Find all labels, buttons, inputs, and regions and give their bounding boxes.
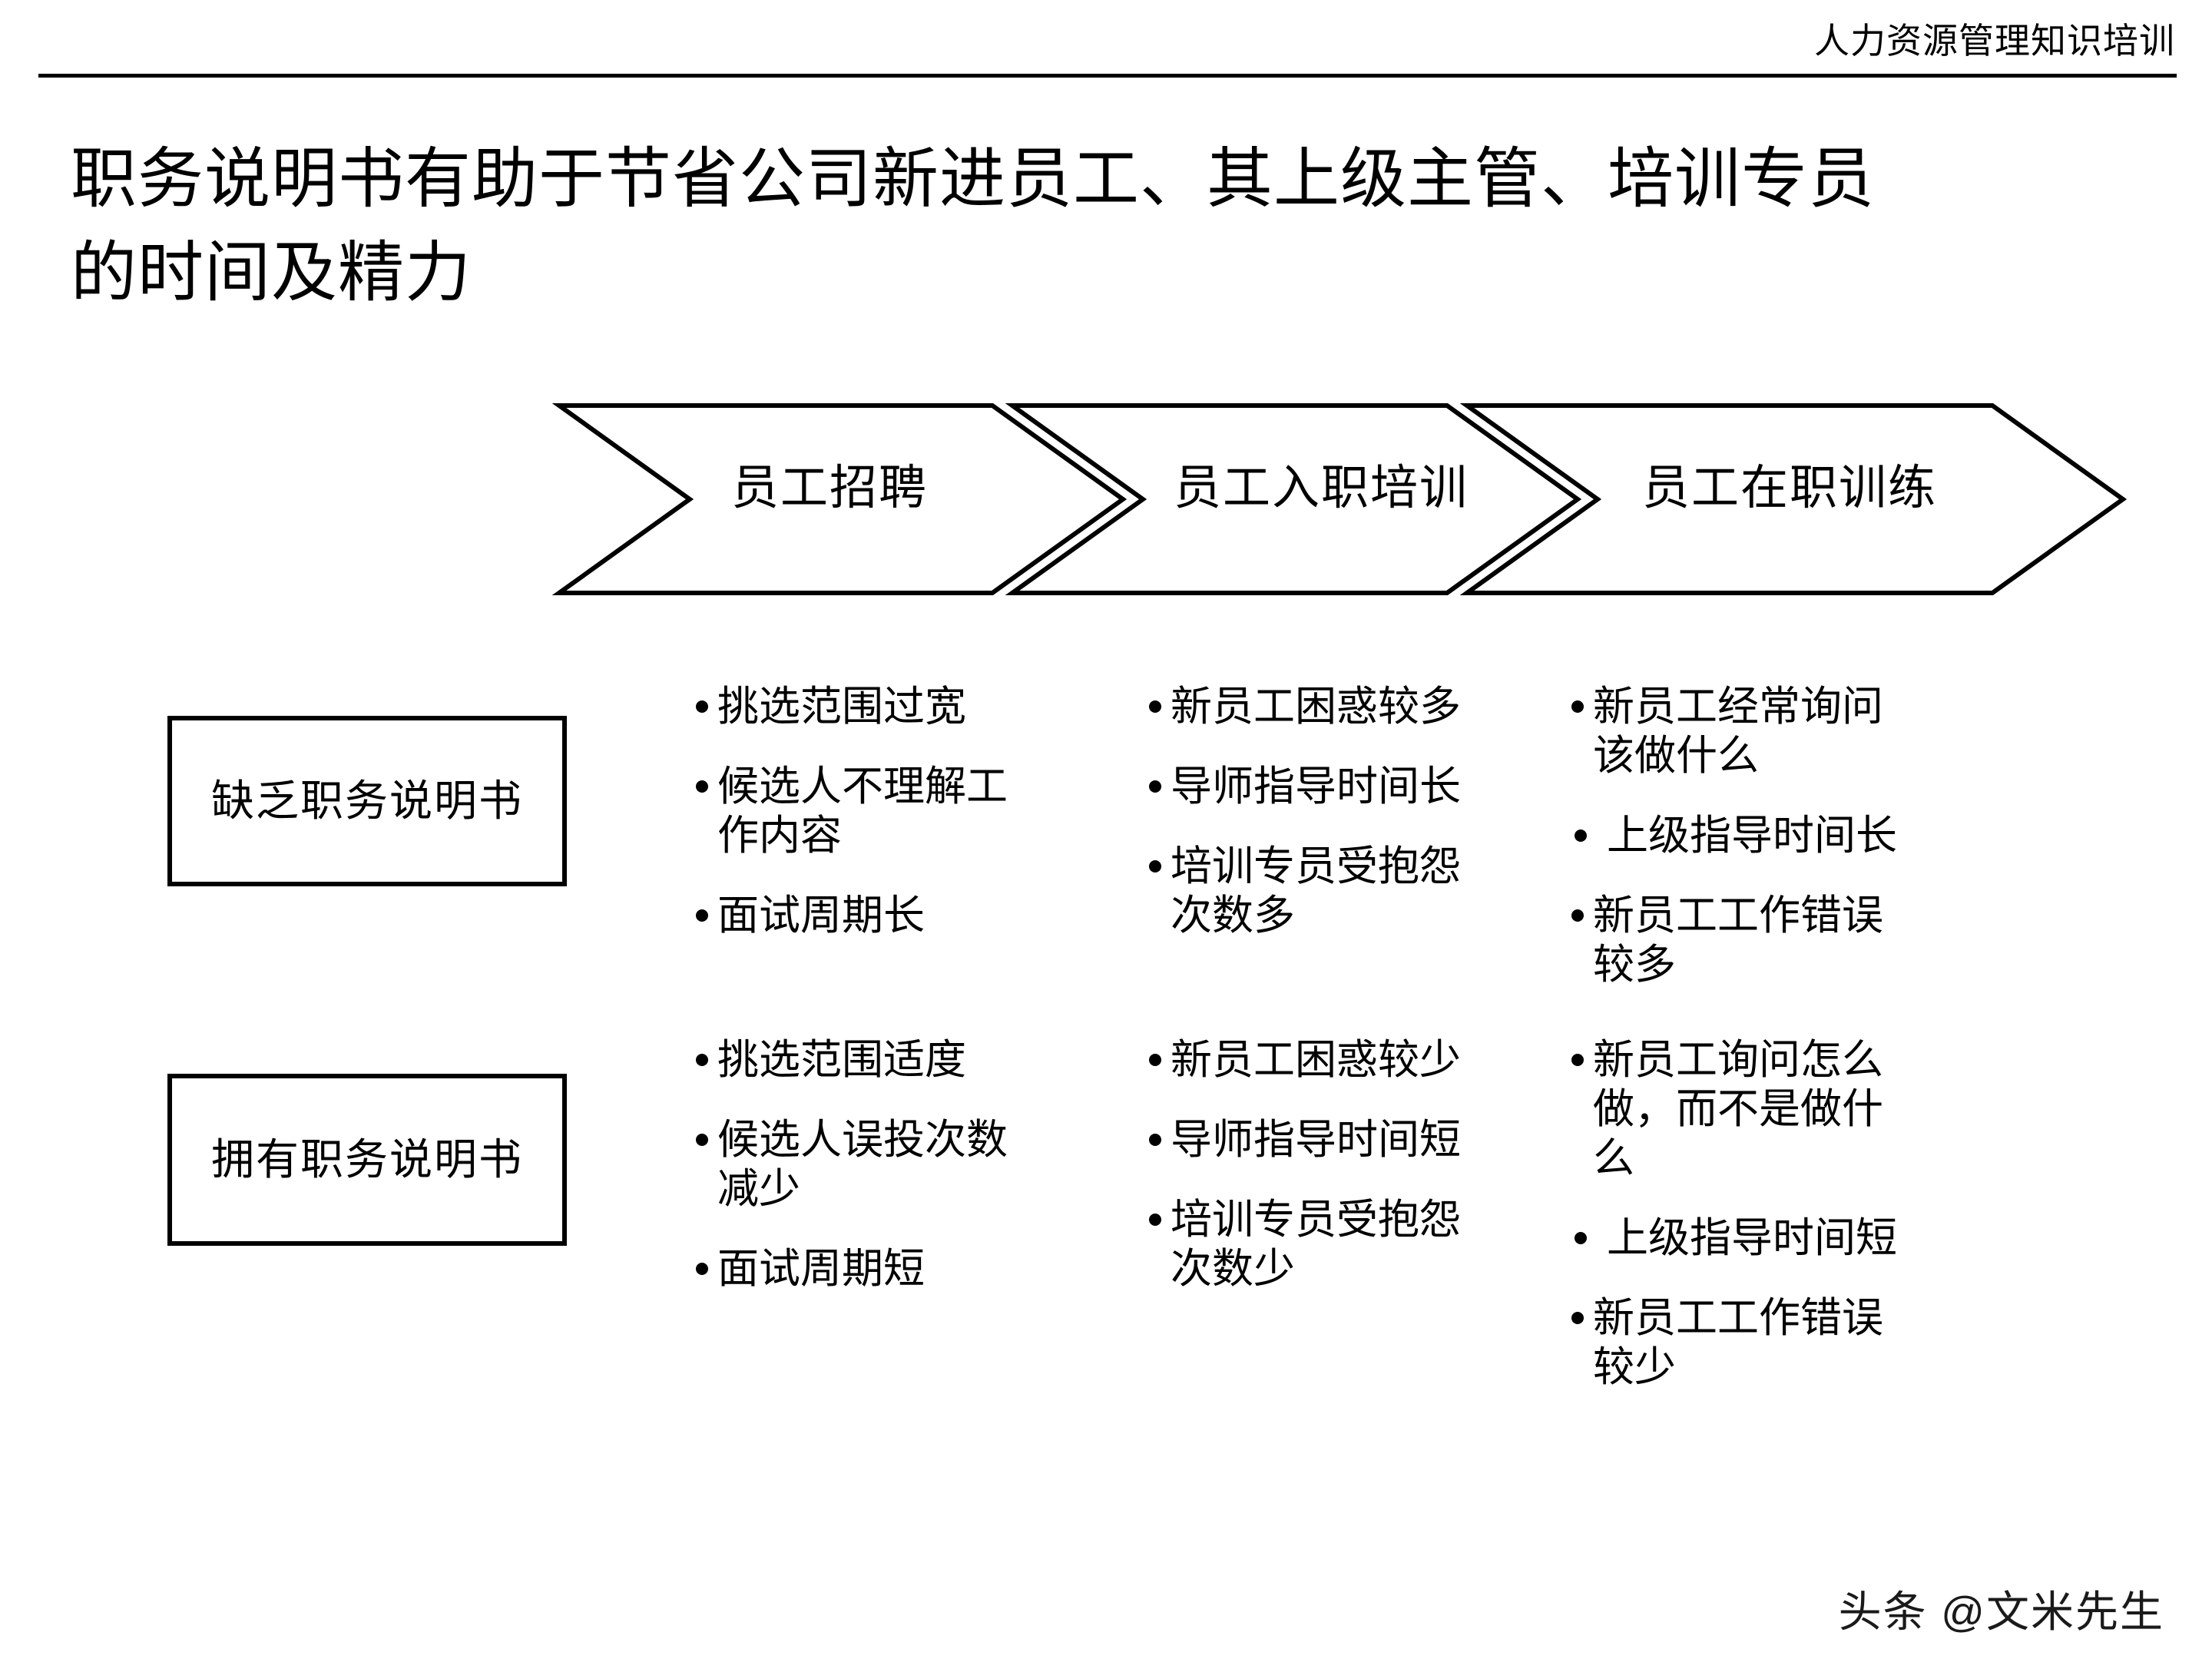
chevron-label-step-1: 员工招聘	[730, 462, 928, 515]
page-title: 职务说明书有助于节省公司新进员工、其上级主管、培训专员 的时间及精力	[71, 132, 1991, 320]
list-item-text: 新员工工作错误较多	[1593, 892, 1883, 988]
list-item: 导师指导时间长	[1144, 762, 1467, 811]
list-item-text: 面试周期长	[717, 892, 925, 939]
list-item-text: 导师指导时间长	[1171, 763, 1461, 810]
watermark: 头条 @文米先生	[1838, 1588, 2164, 1636]
list-item: 候选人误投次数减少	[691, 1115, 1014, 1214]
list-item-text: 上级指导时间长	[1607, 813, 1897, 859]
category-box-have-label: 拥有职务说明书	[211, 1135, 523, 1184]
list-item-text: 新员工工作错误较少	[1593, 1295, 1883, 1390]
bullet-dot-icon	[696, 909, 708, 922]
chevron-shape-step-2[interactable]	[1005, 403, 1582, 595]
bullet-dot-icon	[1571, 700, 1584, 713]
list-item-text: 新员工询问怎么做，而不是做什么	[1593, 1037, 1883, 1181]
bullet-column-lack-onjob-training: 新员工经常询问该做什么 上级指导时间长 新员工工作错误较多	[1567, 682, 1897, 1020]
bullet-dot-icon	[1149, 780, 1161, 793]
bullet-dot-icon	[696, 700, 708, 713]
list-item-text: 导师指导时间短	[1171, 1117, 1461, 1163]
category-box-lack-label: 缺乏职务说明书	[211, 777, 523, 825]
bullet-dot-icon	[1571, 909, 1584, 922]
chevron-shape-step-3[interactable]	[1459, 403, 2128, 595]
list-item: 挑选范围适度	[691, 1035, 1014, 1084]
page-title-line-2: 的时间及精力	[71, 236, 472, 310]
bullet-dot-icon	[1149, 700, 1161, 713]
list-item-text: 新员工困惑较多	[1171, 684, 1461, 730]
list-item: 导师指导时间短	[1144, 1115, 1467, 1164]
list-item-text: 挑选范围过宽	[717, 684, 966, 730]
bullet-dot-icon	[1575, 1232, 1587, 1244]
bullet-column-lack-onboarding: 新员工困惑较多 导师指导时间长 培训专员受抱怨次数多	[1144, 682, 1467, 971]
bullet-column-have-onboarding: 新员工困惑较少 导师指导时间短 培训专员受抱怨次数少	[1144, 1035, 1467, 1324]
bullet-column-have-onjob-training: 新员工询问怎么做，而不是做什么 上级指导时间短 新员工工作错误较少	[1567, 1035, 1897, 1422]
chevron-shape-step-1[interactable]	[551, 403, 1128, 595]
bullet-dot-icon	[1149, 1134, 1161, 1146]
chevron-label-step-3: 员工在职训练	[1641, 462, 1937, 515]
list-item-text: 培训专员受抱怨次数多	[1171, 843, 1461, 939]
bullet-dot-icon	[696, 780, 708, 793]
list-item: 培训专员受抱怨次数少	[1144, 1195, 1467, 1293]
list-item: 面试周期长	[691, 891, 1014, 940]
list-item-text: 新员工困惑较少	[1171, 1037, 1461, 1083]
header-divider	[38, 74, 2177, 78]
list-item: 新员工困惑较多	[1144, 682, 1467, 731]
list-item-text: 候选人不理解工作内容	[717, 763, 1008, 859]
bullet-column-lack-recruitment: 挑选范围过宽 候选人不理解工作内容 面试周期长	[691, 682, 1014, 971]
list-item-text: 面试周期短	[717, 1246, 925, 1292]
bullet-dot-icon	[1149, 1214, 1161, 1226]
chevron-shapes	[551, 403, 2128, 595]
header-title: 人力资源管理知识培训	[1814, 21, 2175, 61]
list-item: 候选人不理解工作内容	[691, 762, 1014, 860]
chevron-label-step-2: 员工入职培训	[1173, 462, 1469, 515]
list-item-text: 候选人误投次数减少	[717, 1117, 1008, 1212]
bullet-dot-icon	[696, 1263, 708, 1275]
list-item: 新员工工作错误较少	[1567, 1293, 1897, 1392]
list-item: 挑选范围过宽	[691, 682, 1014, 731]
bullet-dot-icon	[1149, 1054, 1161, 1066]
list-item: 上级指导时间长	[1567, 811, 1897, 860]
list-item: 新员工询问怎么做，而不是做什么	[1567, 1035, 1897, 1183]
list-item-text: 挑选范围适度	[717, 1037, 966, 1083]
list-item-text: 新员工经常询问该做什么	[1593, 684, 1883, 779]
bullet-dot-icon	[1571, 1054, 1584, 1066]
list-item-text: 培训专员受抱怨次数少	[1171, 1197, 1461, 1292]
process-chevron-band: 员工招聘 员工入职培训 员工在职训练	[0, 392, 2212, 607]
list-item: 新员工工作错误较多	[1567, 891, 1897, 989]
bullet-column-have-recruitment: 挑选范围适度 候选人误投次数减少 面试周期短	[691, 1035, 1014, 1324]
page-title-line-1: 职务说明书有助于节省公司新进员工、其上级主管、培训专员	[71, 142, 1875, 216]
category-box-have-job-description: 拥有职务说明书	[167, 1074, 567, 1246]
bullet-dot-icon	[1571, 1312, 1584, 1324]
bullet-dot-icon	[1575, 830, 1587, 842]
list-item: 新员工困惑较少	[1144, 1035, 1467, 1084]
list-item: 新员工经常询问该做什么	[1567, 682, 1897, 780]
bullet-dot-icon	[1149, 860, 1161, 873]
bullet-dot-icon	[696, 1054, 708, 1066]
category-box-lack-job-description: 缺乏职务说明书	[167, 716, 567, 886]
list-item: 面试周期短	[691, 1244, 1014, 1293]
list-item: 上级指导时间短	[1567, 1214, 1897, 1263]
list-item-text: 上级指导时间短	[1607, 1215, 1897, 1261]
list-item: 培训专员受抱怨次数多	[1144, 842, 1467, 940]
bullet-dot-icon	[696, 1134, 708, 1146]
